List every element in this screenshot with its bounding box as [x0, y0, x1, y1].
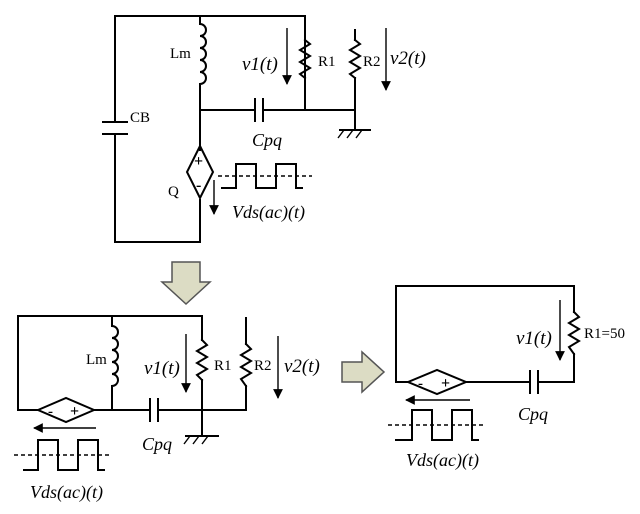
br-vds-label: Vds(ac)(t) — [406, 450, 479, 471]
br-cpq-label: Cpq — [518, 404, 548, 424]
top-v1-label: v1(t) — [242, 54, 278, 75]
bl-lm-inductor — [111, 315, 119, 411]
top-lm-label: Lm — [170, 46, 191, 62]
bl-source-minus: - — [48, 404, 53, 420]
bl-vds-label: Vds(ac)(t) — [30, 482, 103, 503]
q-minus-sign: - — [196, 177, 201, 194]
br-dependent-source — [405, 368, 469, 396]
q-plus-sign: + — [194, 153, 203, 170]
bl-ground-hatch2 — [192, 435, 200, 445]
top-v2-label: v2(t) — [390, 48, 426, 69]
top-r2-label: R2 — [363, 54, 381, 70]
bl-v1-label: v1(t) — [144, 358, 180, 379]
bl-source-plus: + — [70, 403, 79, 420]
bl-wire-outer — [17, 315, 203, 411]
q-label: Q — [168, 184, 179, 200]
br-source-minus: - — [418, 376, 423, 392]
br-wire-loop — [395, 285, 575, 383]
cb-label: CB — [130, 110, 150, 126]
top-ground-hatch1 — [337, 129, 345, 139]
top-cpq-label: Cpq — [252, 130, 282, 150]
top-r1-resistor — [298, 38, 312, 80]
bl-ground-hatch1 — [183, 435, 191, 445]
bottom-left-circuit: - + Lm R1 R2 v1(t) v2(t) Cpq Vds(ac)(t) — [14, 315, 320, 503]
br-source-plus: + — [441, 375, 450, 392]
top-r2-resistor — [348, 38, 362, 80]
bl-lm-label: Lm — [86, 352, 107, 368]
bl-cpq-label: Cpq — [142, 434, 172, 454]
bl-r2-resistor — [239, 342, 253, 388]
bl-v2-label: v2(t) — [284, 356, 320, 377]
transform-right-arrow — [341, 350, 386, 394]
top-r1-label: R1 — [318, 54, 336, 70]
bl-ground-hatch3 — [201, 435, 209, 445]
bl-r1-label: R1 — [214, 358, 232, 374]
top-circuit: + - Lm CB Q R1 R2 v1(t) v2(t) Cpq Vds(ac… — [102, 15, 426, 243]
lm-inductor — [199, 15, 207, 151]
transform-down-arrow — [160, 261, 212, 306]
bl-r2-label: R2 — [254, 358, 272, 374]
bl-wire-bottom — [17, 385, 247, 411]
q-dependent-source — [185, 143, 215, 201]
top-ground-hatch3 — [355, 129, 363, 139]
bl-dependent-source — [35, 396, 97, 424]
br-r1-resistor — [567, 310, 581, 356]
top-ground-hatch2 — [346, 129, 354, 139]
bottom-right-circuit: - + R1=50 v1(t) Cpq Vds(ac)(t) — [388, 285, 625, 471]
br-v1-label: v1(t) — [516, 328, 552, 349]
top-wire-outer-loop — [114, 15, 201, 243]
bl-r1-resistor — [195, 338, 209, 382]
top-vds-label: Vds(ac)(t) — [232, 202, 305, 223]
br-r1-value-label: R1=50 — [584, 326, 625, 342]
